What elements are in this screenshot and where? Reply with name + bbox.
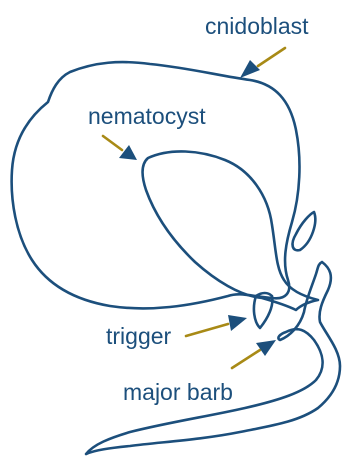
major-barb-tubule-outline — [86, 262, 340, 454]
trigger-pointer — [186, 315, 247, 336]
nematocyst-capsule-outline — [143, 151, 319, 310]
cnidoblast-label: cnidoblast — [205, 13, 309, 39]
trigger-label: trigger — [106, 323, 172, 349]
cnidocil-bump-outline — [293, 212, 316, 250]
major-barb-pointer — [232, 340, 276, 368]
nematocyst-pointer — [103, 136, 137, 160]
cnidoblast-pointer — [240, 48, 285, 78]
nematocyst-label: nematocyst — [88, 103, 206, 129]
major-barb-label: major barb — [123, 379, 233, 405]
